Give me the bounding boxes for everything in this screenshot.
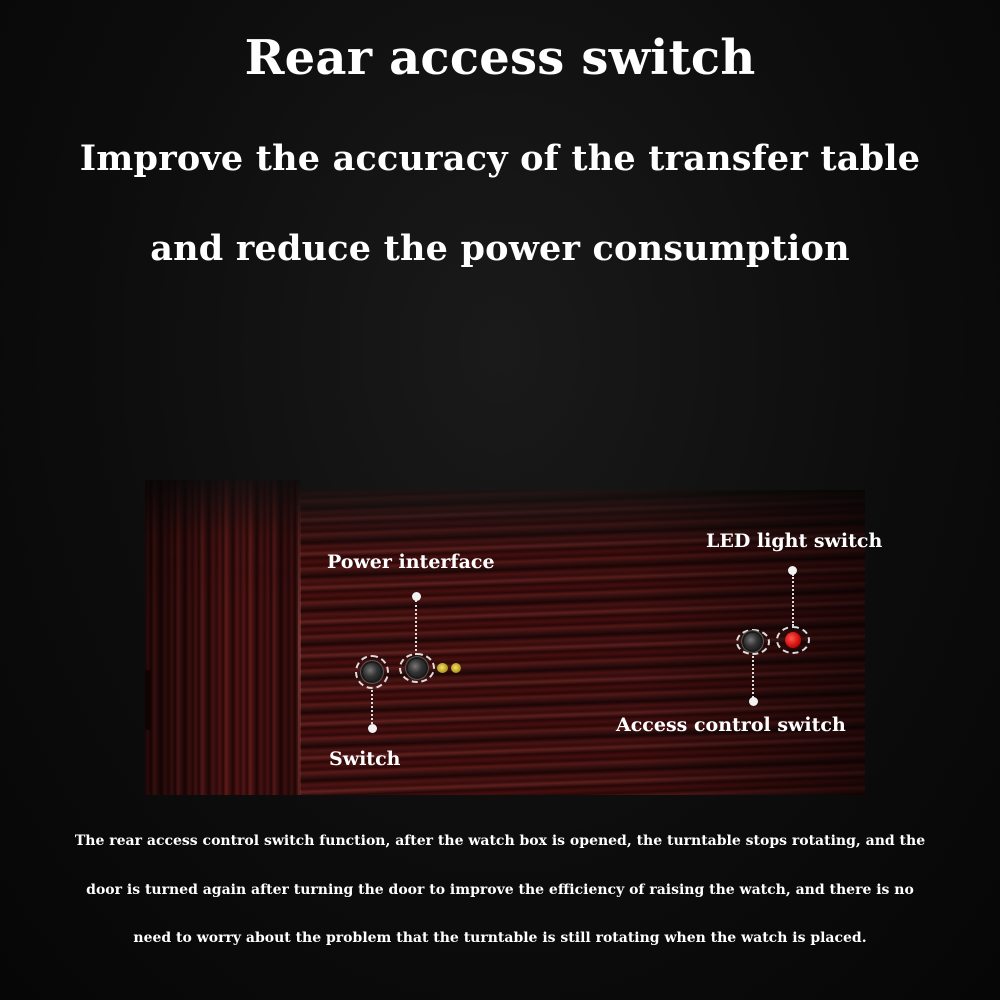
- box-corner-edge: [298, 490, 301, 795]
- led-light-switch-label: LED light switch: [706, 530, 883, 552]
- switch-pointer-dot: [368, 724, 377, 733]
- led-switch-pointer-dot: [788, 566, 797, 575]
- access-control-switch-knob: [744, 633, 761, 650]
- power-interface-pointer-line: [415, 600, 417, 655]
- power-interface-pointer-dot: [412, 592, 421, 601]
- power-switch-knob: [363, 663, 381, 681]
- led-switch-highlight-ring: [776, 626, 810, 654]
- access-control-switch-label: Access control switch: [616, 714, 846, 736]
- switch-label: Switch: [329, 748, 401, 770]
- access-control-highlight-ring: [736, 629, 770, 655]
- power-interface-jack: [408, 659, 426, 677]
- side-panel-shading: [145, 480, 300, 795]
- access-control-pointer-line: [752, 656, 754, 698]
- power-indicator-led: [437, 663, 448, 673]
- description-line-2: door is turned again after turning the d…: [86, 882, 914, 898]
- side-panel-notch: [145, 670, 151, 730]
- power-interface-label: Power interface: [327, 551, 495, 573]
- power-interface-highlight-ring: [399, 653, 435, 683]
- subtitle-line-1: Improve the accuracy of the transfer tab…: [79, 138, 921, 179]
- rear-panel-shading: [300, 490, 865, 795]
- switch-highlight-ring: [355, 655, 389, 689]
- subtitle-line-2: and reduce the power consumption: [150, 228, 850, 269]
- power-indicator-led-2: [451, 663, 461, 673]
- watch-box-rear-photo: [145, 480, 865, 795]
- description-line-3: need to worry about the problem that the…: [133, 930, 867, 946]
- description-line-1: The rear access control switch function,…: [74, 833, 926, 849]
- page-title: Rear access switch: [244, 30, 756, 86]
- switch-pointer-line: [371, 690, 373, 728]
- led-light-switch-button: [785, 632, 801, 648]
- access-control-pointer-dot: [749, 697, 758, 706]
- led-switch-pointer-line: [792, 574, 794, 626]
